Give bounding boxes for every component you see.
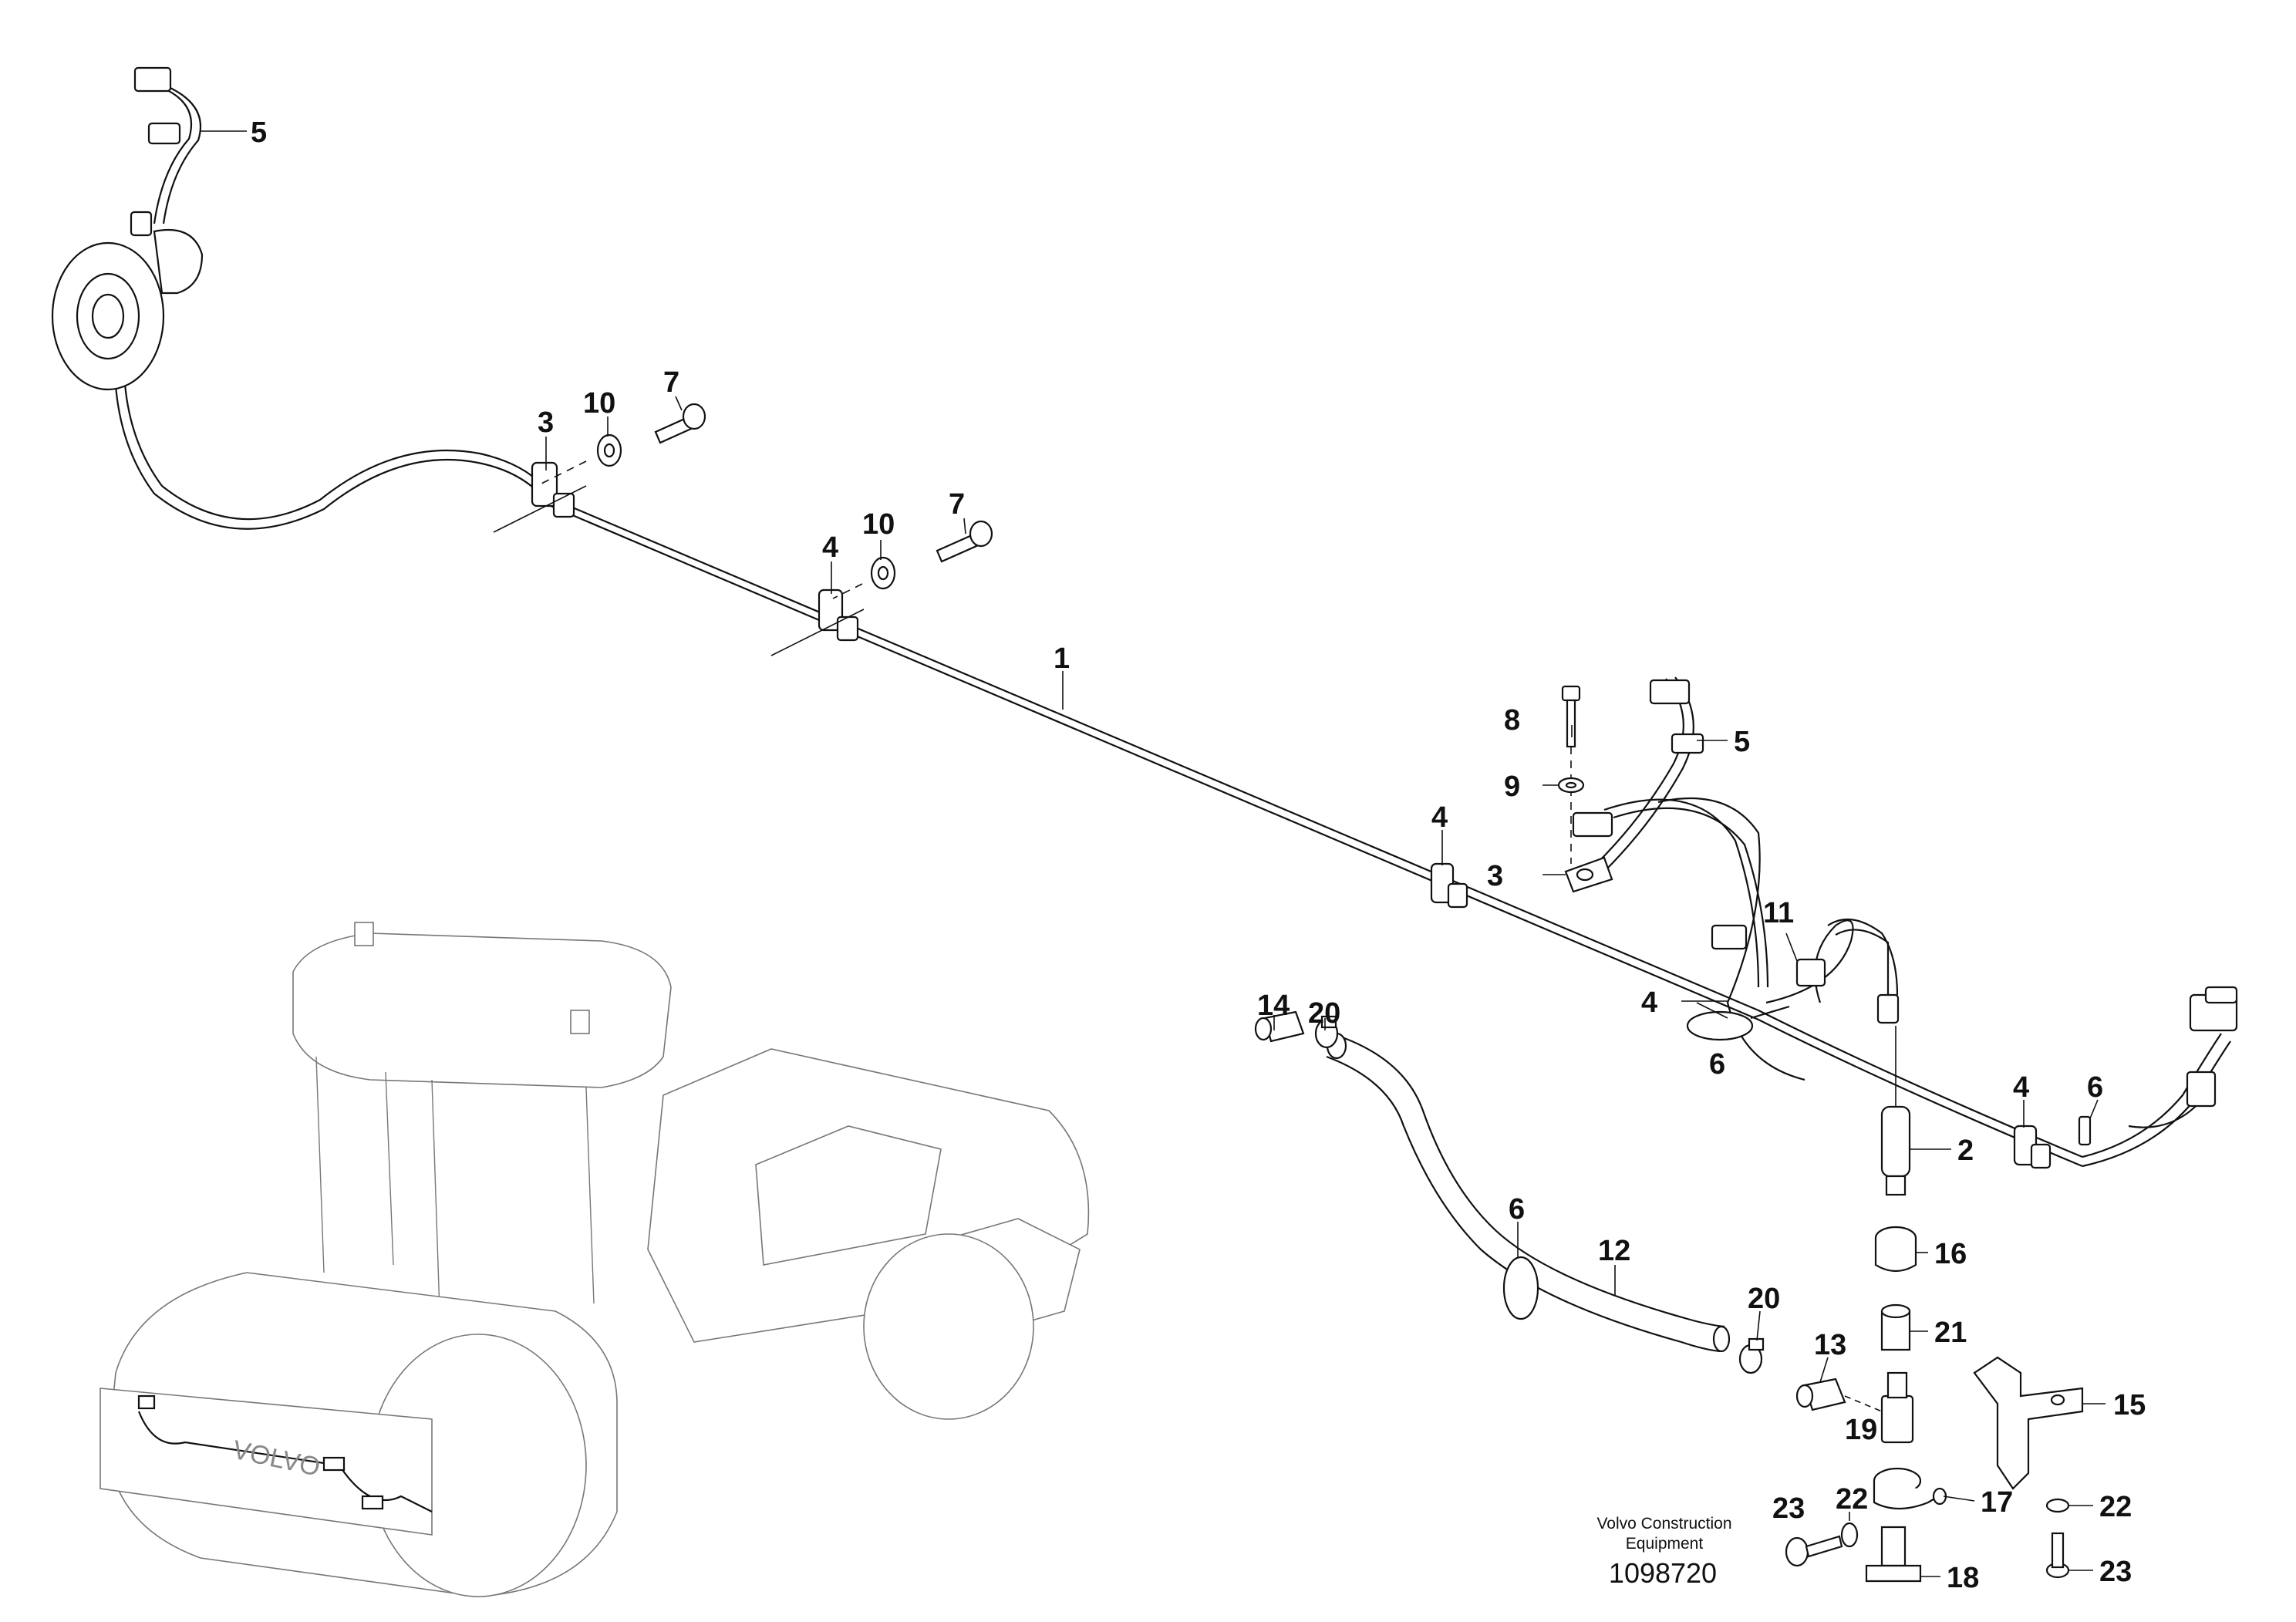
- callout-10-left: 10: [583, 387, 615, 420]
- callout-19: 19: [1845, 1414, 1877, 1446]
- clamp-4-mid: [770, 588, 865, 656]
- callout-18: 18: [1947, 1562, 1979, 1594]
- bolt-washer-mid: [832, 520, 993, 599]
- bracket-3-right: [1564, 856, 1613, 893]
- callout-7-left: 7: [663, 366, 679, 399]
- bracket-15: [1973, 1356, 2084, 1490]
- callout-13: 13: [1814, 1329, 1846, 1361]
- clamp-3-left: [493, 461, 587, 533]
- pressure-sensor-2: [1880, 1026, 1911, 1196]
- washer-22-right: [2045, 1498, 2070, 1513]
- callout-20-lower: 20: [1748, 1283, 1780, 1315]
- document-number: 1098720: [1609, 1557, 1717, 1589]
- callout-4-lower: 4: [1641, 986, 1657, 1019]
- callout-14: 14: [1257, 990, 1290, 1022]
- callout-23-right: 23: [2099, 1556, 2132, 1588]
- clip-20-lower: [1738, 1337, 1765, 1374]
- callout-8: 8: [1504, 704, 1520, 737]
- connector-far-right: [2078, 986, 2238, 1146]
- leader-lines: [201, 130, 2106, 1577]
- callout-4-right: 4: [1431, 801, 1448, 834]
- callout-4-far-right: 4: [2013, 1071, 2029, 1104]
- callout-9: 9: [1504, 771, 1520, 803]
- callout-5-right: 5: [1734, 726, 1750, 758]
- speed-sensor-disc: [51, 211, 204, 391]
- callouts: 5 3 10 7 4 10 7 1 8 5 9 4 3 11 4 6 4 6 1…: [251, 116, 2146, 1594]
- callout-22-right: 22: [2099, 1491, 2132, 1523]
- caption-line-1: Volvo Construction: [1596, 1515, 1731, 1533]
- clamp-4-right: [1430, 862, 1468, 909]
- callout-5-top: 5: [251, 116, 267, 149]
- callout-11: 11: [1763, 897, 1794, 929]
- cable-tie-6-right: [1686, 1005, 1790, 1041]
- block-19: [1880, 1371, 1914, 1444]
- cable-tie-6-hose: [1502, 1256, 1539, 1320]
- callout-21: 21: [1934, 1317, 1967, 1349]
- connector-right-top: [1649, 679, 1704, 754]
- callout-6-hose: 6: [1509, 1193, 1525, 1226]
- connector-top: [133, 66, 181, 145]
- connector-right-mid: [1572, 811, 1900, 1024]
- roller-machine-overview: VOLVO: [99, 922, 1090, 1597]
- callout-3-right: 3: [1487, 860, 1503, 892]
- fitting-18: [1865, 1526, 1922, 1583]
- callout-16: 16: [1934, 1238, 1967, 1270]
- washer-22-left: [1840, 1522, 1859, 1548]
- callout-17: 17: [1981, 1486, 2013, 1519]
- callout-6-far-right: 6: [2087, 1071, 2103, 1104]
- publisher-caption: Volvo Construction Equipment 1098720: [1596, 1515, 1731, 1589]
- callout-3-left: 3: [538, 406, 554, 439]
- bolt-23-right: [2045, 1532, 2070, 1579]
- bolt-8: [1561, 685, 1581, 864]
- callout-1: 1: [1054, 642, 1070, 675]
- callout-7-mid: 7: [949, 488, 965, 521]
- callout-22-left: 22: [1836, 1483, 1868, 1516]
- callout-15: 15: [2113, 1389, 2146, 1421]
- washer-9: [1557, 777, 1585, 794]
- callout-12: 12: [1598, 1235, 1630, 1267]
- callout-20-upper: 20: [1308, 997, 1340, 1030]
- mount-17: [1873, 1467, 1947, 1510]
- clamp-4-far-right: [2013, 1125, 2052, 1169]
- callout-23-left: 23: [1772, 1492, 1805, 1525]
- callout-6-right: 6: [1709, 1048, 1725, 1081]
- bolt-washer-left: [539, 403, 706, 485]
- caption-line-2: Equipment: [1626, 1535, 1704, 1553]
- callout-2: 2: [1957, 1135, 1974, 1167]
- adapter-16: [1874, 1226, 1917, 1273]
- fitting-13: [1795, 1378, 1883, 1412]
- callout-10-mid: 10: [862, 508, 895, 541]
- callout-4-mid: 4: [822, 531, 838, 564]
- nipple-21: [1880, 1303, 1911, 1351]
- bolt-23-left: [1785, 1535, 1843, 1567]
